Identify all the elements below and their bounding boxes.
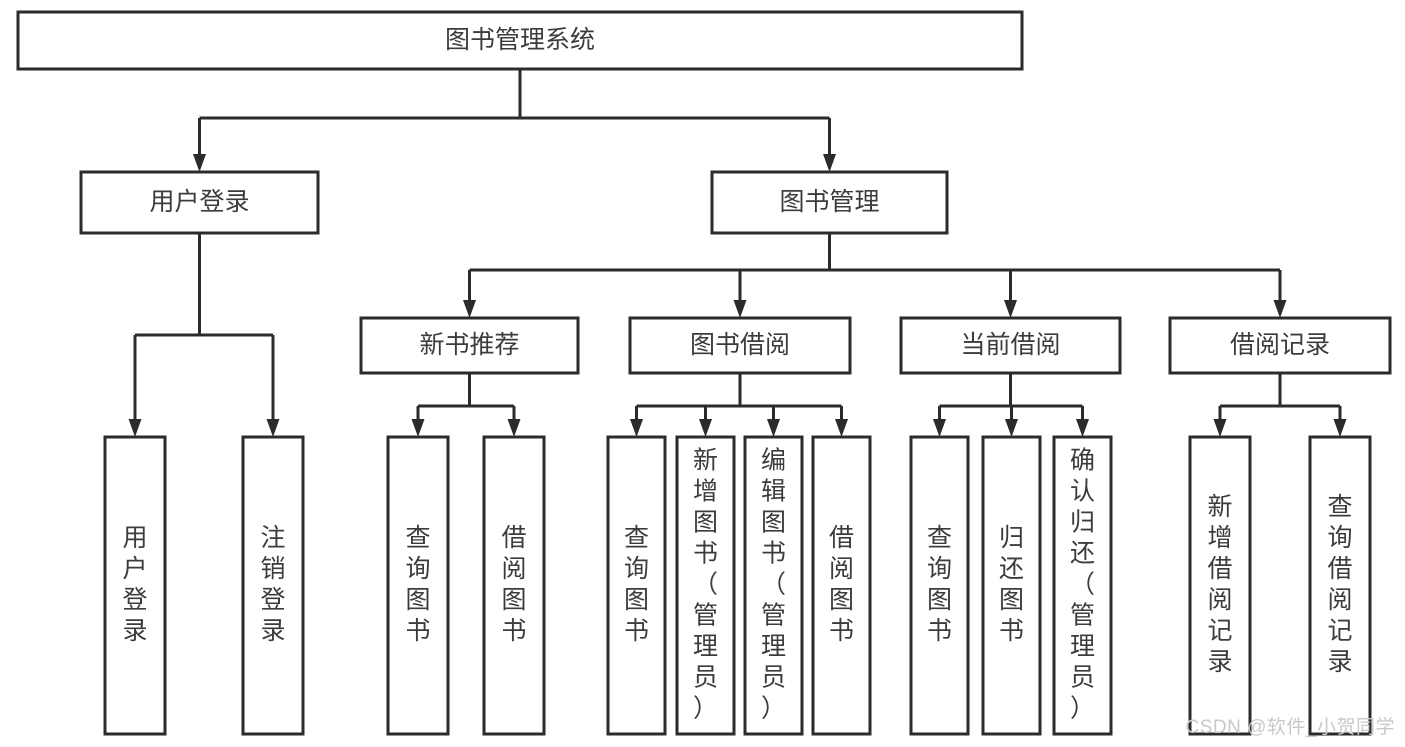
l3-3-branch-1-head: [1333, 419, 1347, 437]
book-manage-branch-2-head: [1004, 300, 1017, 318]
node-cb-confirm-return[interactable]: 确认归还（管理员）: [1052, 435, 1113, 736]
node-box-nbr-borrow-book: [482, 435, 546, 736]
node-box-user-logout: [241, 435, 305, 736]
node-label-book-manage: 图书管理: [779, 188, 879, 216]
node-box-bb-borrow-book: [811, 435, 872, 736]
node-new-book-recommend[interactable]: 新书推荐: [359, 316, 580, 375]
l3-1-branch-2-head: [767, 419, 780, 437]
node-label-br-query-record: 查询借阅记录: [1327, 493, 1352, 676]
node-borrow-record[interactable]: 借阅记录: [1168, 316, 1392, 375]
node-label-bb-query-book: 查询图书: [624, 524, 649, 645]
node-box-bb-query-book: [606, 435, 667, 736]
node-label-bb-borrow-book: 借阅图书: [829, 524, 854, 645]
node-box-cb-query-book: [909, 435, 970, 736]
root-branch-1-head: [823, 154, 836, 172]
node-label-nbr-borrow-book: 借阅图书: [501, 524, 526, 645]
node-label-cb-confirm-return: 确认归还（管理员）: [1070, 446, 1095, 722]
node-root[interactable]: 图书管理系统: [16, 10, 1024, 71]
l3-2-branch-2-head: [1076, 419, 1089, 437]
node-user-login-do[interactable]: 用户登录: [103, 435, 167, 736]
node-label-br-add-record: 新增借阅记录: [1207, 493, 1232, 676]
node-user-logout[interactable]: 注销登录: [241, 435, 305, 736]
node-label-cb-query-book: 查询图书: [927, 524, 952, 645]
book-manage-branch-0-head: [463, 300, 476, 318]
node-label-book-borrow: 图书借阅: [690, 331, 790, 359]
node-book-borrow[interactable]: 图书借阅: [628, 316, 852, 375]
user-login-branch-0-head: [128, 419, 142, 437]
node-box-book-borrow: [628, 316, 852, 375]
l3-1-branch-3-head: [835, 419, 848, 437]
node-bb-borrow-book[interactable]: 借阅图书: [811, 435, 872, 736]
node-label-borrow-record: 借阅记录: [1230, 331, 1330, 359]
node-label-root: 图书管理系统: [445, 26, 595, 54]
l3-2-branch-1-head: [1005, 419, 1018, 437]
node-cb-return-book[interactable]: 归还图书: [981, 435, 1042, 736]
node-label-cb-return-book: 归还图书: [999, 524, 1024, 645]
l3-3-branch-0-head: [1213, 419, 1227, 437]
book-manage-branch-3-head: [1273, 300, 1287, 318]
root-branch-0-head: [193, 154, 206, 172]
node-label-bb-add-book: 新增图书（管理员）: [693, 446, 718, 722]
connectors-layer: [128, 69, 1347, 437]
node-label-user-logout: 注销登录: [260, 524, 285, 645]
node-box-cb-confirm-return: [1052, 435, 1113, 736]
csdn-watermark: CSDN @软件_小贺同学: [1185, 717, 1395, 738]
node-label-new-book-recommend: 新书推荐: [419, 331, 519, 359]
node-br-add-record[interactable]: 新增借阅记录: [1188, 435, 1252, 736]
l3-1-branch-0-head: [630, 419, 643, 437]
node-label-current-borrow: 当前借阅: [960, 331, 1060, 359]
nodes-layer: 图书管理系统用户登录图书管理用户登录注销登录新书推荐查询图书借阅图书图书借阅查询…: [16, 10, 1392, 736]
node-box-br-query-record: [1308, 435, 1372, 736]
node-box-br-add-record: [1188, 435, 1252, 736]
node-box-bb-add-book: [675, 435, 736, 736]
node-br-query-record[interactable]: 查询借阅记录: [1308, 435, 1372, 736]
node-bb-query-book[interactable]: 查询图书: [606, 435, 667, 736]
l3-0-branch-0-head: [411, 419, 425, 437]
node-box-current-borrow: [899, 316, 1122, 375]
node-book-manage[interactable]: 图书管理: [710, 170, 949, 235]
node-box-cb-return-book: [981, 435, 1042, 736]
node-label-nbr-query-book: 查询图书: [405, 524, 430, 645]
node-bb-edit-book[interactable]: 编辑图书（管理员）: [743, 435, 804, 736]
l3-2-branch-0-head: [933, 419, 946, 437]
node-box-nbr-query-book: [386, 435, 450, 736]
node-box-root: [16, 10, 1024, 71]
node-cb-query-book[interactable]: 查询图书: [909, 435, 970, 736]
l3-0-branch-1-head: [507, 419, 521, 437]
node-user-login[interactable]: 用户登录: [79, 170, 320, 235]
user-login-branch-1-head: [266, 419, 280, 437]
node-box-bb-edit-book: [743, 435, 804, 736]
node-current-borrow[interactable]: 当前借阅: [899, 316, 1122, 375]
l3-1-branch-1-head: [699, 419, 712, 437]
node-box-user-login-do: [103, 435, 167, 736]
node-box-borrow-record: [1168, 316, 1392, 375]
book-manage-branch-1-head: [733, 300, 747, 318]
node-nbr-borrow-book[interactable]: 借阅图书: [482, 435, 546, 736]
node-bb-add-book[interactable]: 新增图书（管理员）: [675, 435, 736, 736]
node-label-user-login-do: 用户登录: [122, 524, 147, 645]
node-box-new-book-recommend: [359, 316, 580, 375]
node-nbr-query-book[interactable]: 查询图书: [386, 435, 450, 736]
node-label-user-login: 用户登录: [149, 188, 249, 216]
node-box-user-login: [79, 170, 320, 235]
node-box-book-manage: [710, 170, 949, 235]
node-label-bb-edit-book: 编辑图书（管理员）: [761, 446, 786, 722]
